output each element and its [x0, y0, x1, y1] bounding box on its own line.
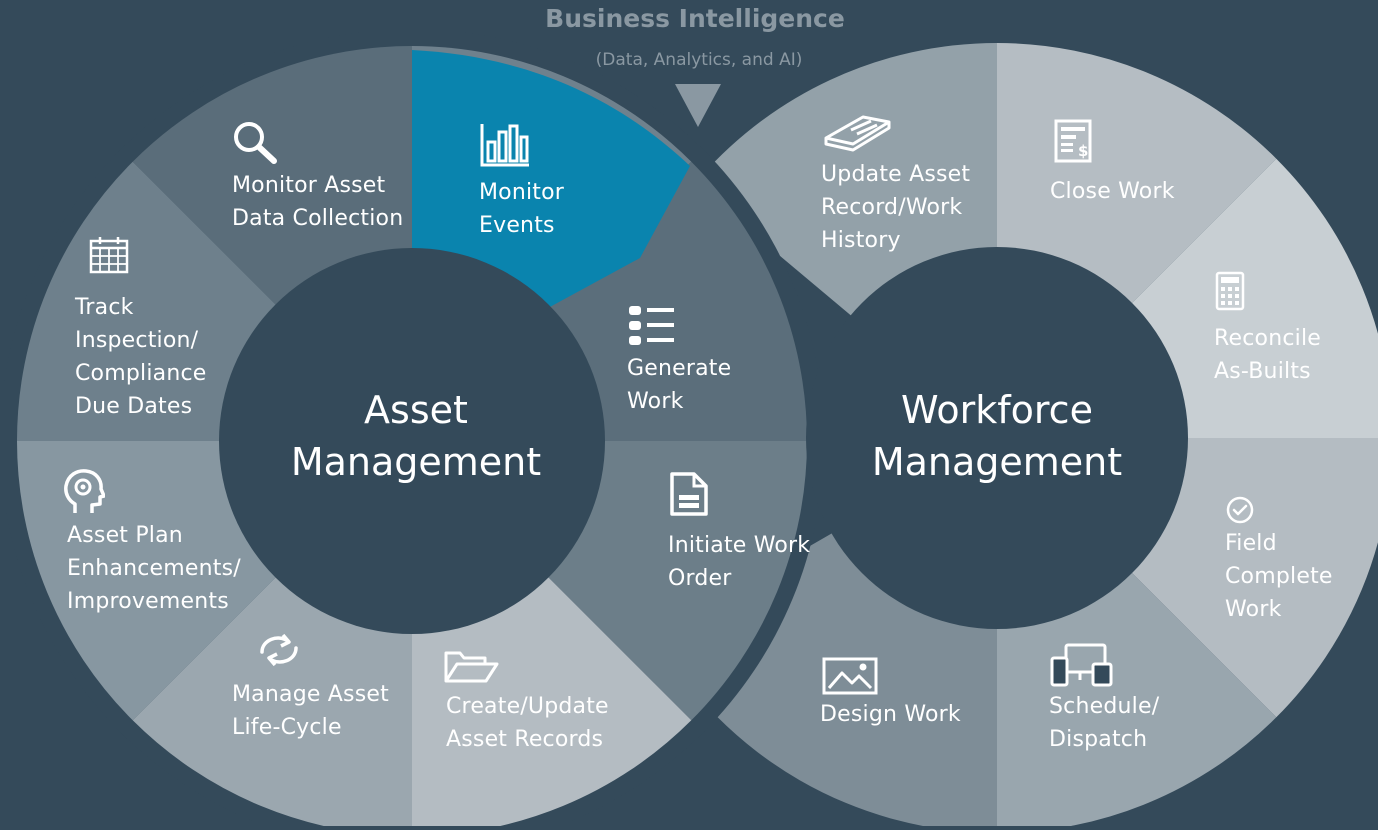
bar-chart-icon [480, 124, 529, 167]
calculator-icon [1215, 271, 1245, 311]
image-icon [822, 657, 878, 695]
header-title: Business Intelligence [545, 4, 845, 33]
invoice-icon: $ [1054, 119, 1092, 163]
header-subtitle: (Data, Analytics, and AI) [595, 50, 803, 70]
segment-label-schedule-dispatch: Schedule/ Dispatch [1049, 694, 1160, 752]
asset-management-title: Asset Management [290, 388, 542, 484]
workforce-management-title: Workforce Management [871, 388, 1123, 484]
calendar-icon [89, 237, 129, 274]
segment-label-design-work: Design Work [820, 702, 961, 727]
magnifier-icon [234, 122, 277, 164]
segment-label-asset-plan: Asset Plan Enhancements/ Improvements [67, 523, 241, 614]
document-icon [670, 472, 708, 516]
book-icon [824, 115, 891, 152]
highlight-segment-monitor-events [412, 50, 690, 308]
workforce-hub [806, 247, 1188, 629]
svg-text:$: $ [1078, 142, 1088, 160]
cycle-icon [260, 633, 298, 667]
head-gear-icon [64, 469, 105, 513]
segment-label-monitor-asset-data: Monitor Asset Data Collection [232, 173, 404, 231]
segment-label-manage-lifecycle: Manage Asset Life-Cycle [232, 682, 389, 740]
segment-label-update-asset-record: Update Asset Record/Work History [821, 162, 971, 253]
triangle-marker-icon [675, 84, 721, 127]
list-icon [629, 306, 674, 345]
devices-icon [1050, 643, 1113, 687]
segment-label-monitor-events: Monitor Events [479, 180, 565, 238]
folder-icon [444, 651, 499, 683]
segment-label-track-inspection: Track Inspection/ Compliance Due Dates [75, 295, 207, 419]
asset-hub [219, 248, 605, 634]
segment-label-generate-work: Generate Work [627, 356, 732, 414]
segment-label-close-work: Close Work [1050, 179, 1175, 204]
segment-label-field-complete: Field Complete Work [1225, 531, 1333, 622]
segment-label-reconcile: Reconcile As-Builts [1214, 326, 1321, 384]
segment-label-initiate-work-order: Initiate Work Order [668, 533, 811, 591]
check-circle-icon [1226, 496, 1254, 524]
segment-label-create-update-records: Create/Update Asset Records [446, 694, 609, 752]
